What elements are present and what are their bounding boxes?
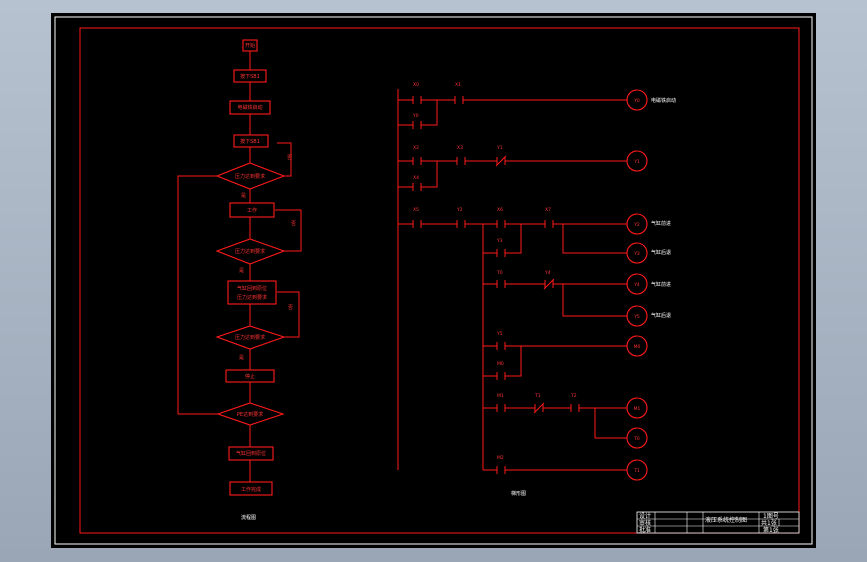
coil	[626, 242, 648, 264]
coil-annotation: 气缸后退	[651, 312, 671, 319]
contact-label: Y3	[496, 238, 503, 244]
inner-frame	[79, 27, 800, 534]
coil	[626, 150, 648, 172]
flow-step-press-sb1-2	[233, 134, 269, 148]
coil	[626, 427, 648, 449]
flow-decision-3	[215, 325, 286, 350]
contact-label: M1	[497, 393, 504, 399]
coil-label: M0	[634, 344, 641, 350]
coil-label: Y0	[633, 98, 640, 104]
contact-label: T2	[570, 393, 577, 399]
contact-label: T0	[496, 270, 503, 276]
flow-step-label: 压力达到要求	[237, 294, 267, 301]
contact-label: X1	[455, 82, 461, 88]
coil-label: Y2	[633, 222, 640, 228]
flow-decision-label: 压力达到要求	[235, 248, 265, 255]
flow-branch-yes: 是	[239, 355, 244, 361]
contact-label: X2	[413, 145, 419, 151]
ladder-contacts	[412, 96, 580, 474]
flow-step-label: 气缸回到原位	[237, 285, 267, 292]
contact-label: X3	[457, 145, 463, 151]
contact-label: M2	[497, 455, 504, 461]
flow-decision-label: PE达到要求	[237, 411, 263, 418]
coil-label: Y3	[633, 251, 640, 257]
title-block-approver: 批准	[639, 526, 651, 534]
coil-annotation: 气缸前进	[651, 281, 671, 288]
flow-branch-no: 否	[288, 305, 293, 311]
flow-decision-1	[215, 162, 286, 190]
flowchart: 开始 按下SB1 电磁铁启动 按下SB1 压力达到要求 否 是 工作 压力达到要…	[177, 39, 302, 521]
flow-decision-label: 压力达到要求	[235, 173, 265, 180]
flow-branch-yes: 是	[239, 268, 244, 274]
contact-label: X4	[413, 175, 419, 181]
coil-annotation: 电磁铁启动	[651, 97, 676, 104]
contact-label: Y2	[456, 207, 463, 213]
contact-label: Y0	[412, 113, 419, 119]
flow-step-label: 工作	[247, 207, 257, 214]
ladder-caption: 梯形图	[511, 490, 526, 497]
coil	[626, 459, 648, 481]
coil-annotation: 气缸后退	[651, 249, 671, 256]
contact-label: Y4	[544, 270, 551, 276]
flow-step-complete	[229, 481, 273, 496]
title-block-title: 液压系统控制图	[705, 516, 747, 524]
coil	[626, 273, 648, 295]
flow-decision-2	[215, 238, 286, 265]
coil	[626, 335, 648, 357]
flow-branch-no: 否	[291, 221, 296, 227]
cad-drawing: 开始 按下SB1 电磁铁启动 按下SB1 压力达到要求 否 是 工作 压力达到要…	[54, 16, 813, 545]
contact-label: X5	[413, 207, 419, 213]
coil	[626, 305, 648, 327]
coil-label: Y4	[633, 282, 640, 288]
coil-label: Y5	[633, 314, 640, 320]
flow-step-label: 按下SB1	[240, 73, 260, 80]
flow-step-cylinder-return	[227, 280, 277, 305]
title-block-sheets: 共1张	[761, 519, 777, 527]
flow-step-press-sb1	[233, 69, 267, 83]
coil-annotation: 气缸前进	[651, 220, 671, 227]
coil-label: T0	[633, 436, 640, 442]
title-block-checker: 审核	[639, 519, 651, 527]
drawing-sheet: 开始 按下SB1 电磁铁启动 按下SB1 压力达到要求 否 是 工作 压力达到要…	[51, 13, 816, 548]
flow-decision-label: 压力达到要求	[235, 334, 265, 341]
coil-label: T1	[633, 468, 640, 474]
title-block-drawing-no: 1图号	[763, 513, 779, 520]
contact-label: X7	[545, 207, 551, 213]
flow-step-start	[242, 39, 258, 52]
flow-branch-no: 否	[287, 155, 292, 161]
flow-decision-4	[216, 402, 285, 426]
flow-step-stop	[225, 369, 275, 383]
flow-step-label: 气缸回到原位	[236, 450, 266, 457]
flow-step-work	[229, 202, 275, 218]
flow-step-label: 停止	[245, 373, 255, 380]
contact-label: T1	[534, 393, 541, 399]
flow-step-label: 开始	[245, 42, 255, 49]
contact-label: Y1	[496, 145, 503, 151]
coil	[626, 213, 648, 235]
flow-branch-yes: 是	[241, 193, 246, 199]
contact-label: X0	[413, 82, 419, 88]
flow-step-magnet-start	[229, 100, 271, 115]
flow-step-pe-return	[228, 446, 274, 461]
coil-label: M1	[634, 406, 641, 412]
flow-step-label: 按下SB1	[240, 138, 260, 145]
ladder-coils: Y0 Y1 Y2 Y3 Y4 Y5 M0 M1 T0 T1	[626, 89, 648, 481]
flow-step-label: 工作完成	[241, 486, 261, 493]
flowchart-caption: 流程图	[241, 514, 256, 521]
outer-frame	[54, 16, 813, 545]
title-block: 设计 审核 批准 液压系统控制图 1图号 共1张 第1张	[636, 511, 800, 534]
flow-step-label: 电磁铁启动	[237, 104, 262, 111]
coil	[626, 397, 648, 419]
contact-label: Y5	[496, 331, 503, 337]
ladder-diagram: X0 X1 Y0 X2 X3 Y1 X4 X5 Y2 X6 X7 Y3 T0 Y…	[397, 82, 676, 497]
coil	[626, 89, 648, 111]
coil-label: Y1	[633, 159, 640, 165]
title-block-designer: 设计	[639, 512, 651, 520]
title-block-sheet: 第1张	[763, 526, 779, 534]
contact-label: X6	[497, 207, 503, 213]
contact-label: M0	[497, 361, 504, 367]
